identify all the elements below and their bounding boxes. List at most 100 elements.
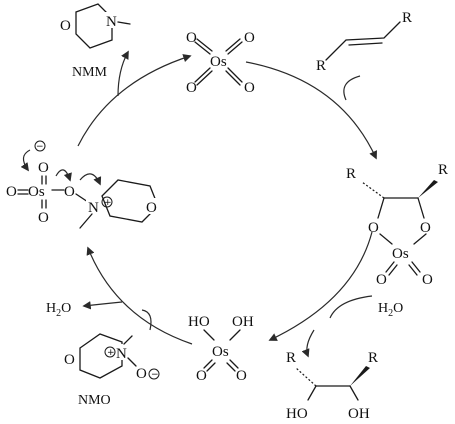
osmium-atom: Os	[28, 184, 45, 200]
oxo-atom: O	[6, 184, 17, 200]
cycle-arrows	[77, 50, 377, 358]
water-right: H2O	[378, 301, 403, 319]
oxo-atom: O	[196, 368, 207, 384]
double-bond	[17, 189, 29, 195]
positive-charge-icon	[101, 196, 113, 208]
nmm-molecule: O N NMM	[58, 3, 131, 80]
electron-push-arrow	[55, 169, 72, 182]
osmium-vi-species: HO OH Os O O	[188, 314, 254, 384]
ring-nitrogen: N	[106, 14, 117, 30]
osmium-atom: Os	[212, 344, 229, 360]
wedge-bond	[350, 366, 370, 386]
arrow-nmm-out	[117, 50, 129, 97]
arrow-water-out	[82, 301, 123, 310]
arrow-diol-out	[301, 329, 315, 358]
c-o-bond	[377, 197, 425, 219]
ring-oxygen: O	[64, 352, 75, 368]
double-bond	[226, 359, 239, 372]
c-oh-bond	[307, 385, 359, 401]
oxo-atom: O	[38, 210, 49, 226]
alkene-double-bond	[348, 42, 383, 46]
wedge-bond	[418, 180, 438, 198]
ring-nitrogen: N	[88, 200, 99, 216]
osmate-ester: R R O O Os O O	[346, 162, 448, 288]
oxo-atom: O	[38, 160, 49, 176]
double-bond	[225, 67, 243, 86]
arrow-regeneration	[77, 54, 192, 147]
positive-charge-icon	[104, 346, 116, 358]
osmium-atom: Os	[392, 246, 409, 262]
arrow-nmo-in	[141, 309, 152, 331]
methyl-bond	[123, 335, 133, 345]
negative-charge-icon	[34, 140, 46, 152]
arrow-osmate-formation	[245, 61, 377, 160]
ester-oxygen: O	[368, 220, 379, 236]
label-mask	[62, 350, 78, 366]
charge-sign: −	[36, 142, 44, 152]
morpholine-ring	[79, 333, 123, 379]
hydroxyl: HO	[188, 314, 210, 330]
double-bond	[194, 67, 213, 86]
oxo-atom: O	[376, 272, 387, 288]
electron-push-arrow	[20, 149, 31, 172]
oxo-atom: O	[422, 272, 433, 288]
ring-nitrogen: N	[116, 346, 127, 362]
osmium-nmo-adduct: − O O Os O O N O +	[6, 140, 160, 229]
arrow-reoxidation-entry	[86, 246, 193, 345]
diol-product: R R HO OH	[286, 350, 378, 422]
r-group: R	[316, 58, 326, 74]
water-left: H2O	[46, 301, 71, 319]
charge-sign: +	[104, 198, 112, 208]
hydroxyl: OH	[348, 406, 370, 422]
oxo-atom: O	[244, 80, 255, 96]
double-bond	[203, 359, 216, 372]
alkene: R R	[316, 10, 412, 74]
nmm-label: NMM	[72, 65, 108, 80]
hydroxyl: HO	[286, 406, 308, 422]
oxo-atom: O	[244, 30, 255, 46]
r-group: R	[438, 162, 448, 178]
double-bond	[41, 175, 47, 185]
nmo-label: NMO	[78, 393, 111, 408]
r-group: R	[286, 350, 296, 366]
oxo-atom: O	[186, 30, 197, 46]
electron-push-arrow	[79, 173, 102, 186]
osmium-atom: Os	[210, 54, 227, 70]
hashed-bond	[361, 181, 385, 199]
bridging-oxygen: O	[64, 184, 75, 200]
double-bond	[41, 199, 47, 209]
label-mask	[86, 198, 102, 214]
label-mask	[114, 344, 130, 360]
water-label: H2O	[46, 301, 71, 319]
double-bond	[385, 261, 398, 276]
label-mask	[144, 198, 160, 214]
methyl-bond	[117, 21, 131, 25]
water-label: H2O	[378, 301, 403, 319]
charge-sign: −	[151, 370, 159, 380]
nmo-molecule: O N + O − NMO	[62, 333, 160, 408]
osmium-tetroxide: Os O O O O	[186, 30, 255, 96]
r-group: R	[346, 166, 356, 182]
morpholine-ring	[75, 3, 113, 49]
label-mask	[104, 12, 120, 28]
charge-sign: +	[107, 348, 115, 358]
label-mask	[58, 16, 74, 32]
ring-oxygen: O	[60, 18, 71, 34]
negative-charge-icon	[148, 368, 160, 380]
oxo-atom: O	[236, 368, 247, 384]
double-bond	[408, 261, 421, 276]
arrow-alkene-in	[343, 75, 361, 101]
hydroxyl: OH	[232, 314, 254, 330]
arrow-hydrolysis	[268, 231, 373, 341]
ester-oxygen: O	[420, 220, 431, 236]
double-bond	[194, 38, 213, 55]
o-os-bond	[203, 329, 241, 341]
alkene-chain	[325, 21, 401, 61]
n-oxide-oxygen: O	[136, 366, 147, 382]
oxo-atom: O	[186, 80, 197, 96]
arrow-water-in	[329, 295, 373, 319]
ring-oxygen: O	[146, 200, 157, 216]
double-bond	[225, 38, 243, 55]
